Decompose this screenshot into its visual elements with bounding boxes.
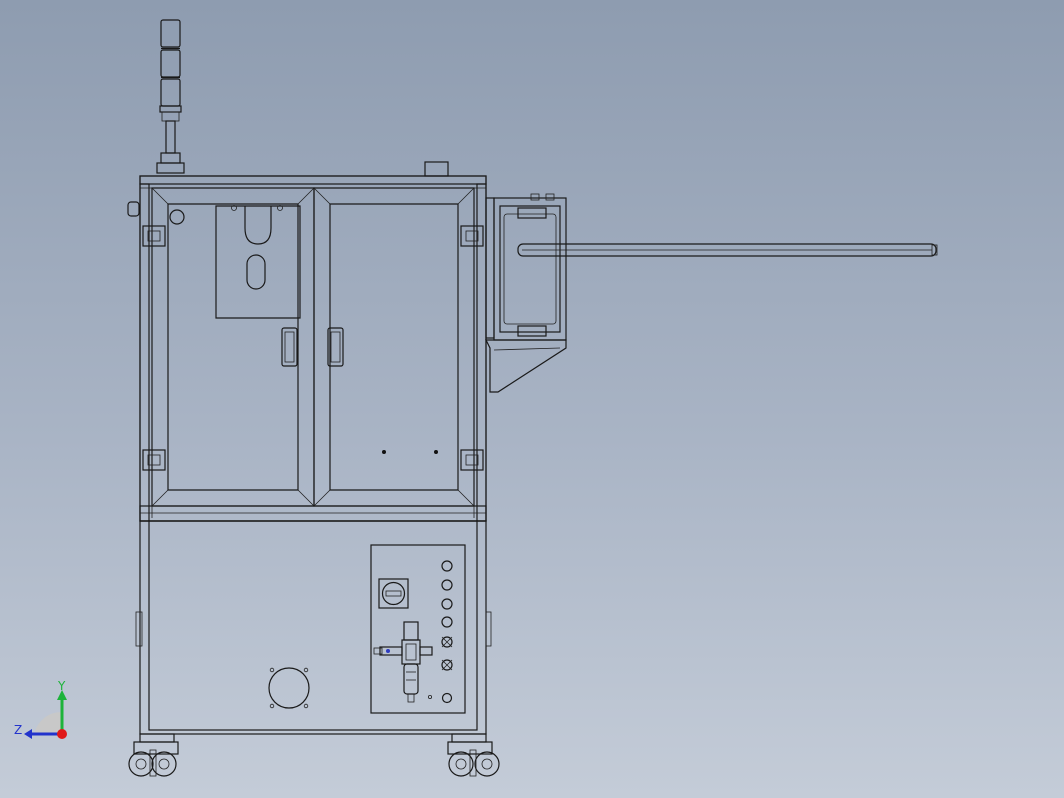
control-panel bbox=[370, 544, 466, 714]
side-camera-box bbox=[485, 193, 567, 393]
left-door-handle[interactable] bbox=[281, 327, 298, 367]
indicator-buttons[interactable] bbox=[427, 560, 453, 704]
caster-right bbox=[447, 733, 500, 777]
panel-knob[interactable] bbox=[441, 692, 453, 704]
ventilation-port bbox=[268, 667, 310, 709]
tower-green-lamp bbox=[160, 78, 181, 107]
tower-red-lamp bbox=[160, 19, 181, 48]
hinges bbox=[142, 225, 484, 471]
z-axis-label: Z bbox=[14, 723, 22, 737]
right-door-handle[interactable] bbox=[327, 327, 344, 367]
panel-button-3[interactable] bbox=[441, 598, 453, 610]
caster-left bbox=[128, 733, 179, 777]
panel-fitting-2 bbox=[441, 659, 453, 671]
panel-button-2[interactable] bbox=[441, 579, 453, 591]
left-door[interactable] bbox=[151, 187, 315, 507]
upper-cabinet bbox=[127, 175, 487, 522]
side-knob[interactable] bbox=[127, 201, 140, 217]
air-filter-regulator bbox=[373, 621, 433, 703]
signal-tower-light bbox=[156, 19, 185, 174]
panel-button-4[interactable] bbox=[441, 616, 453, 628]
tower-yellow-lamp bbox=[160, 49, 181, 78]
panel-fitting-1 bbox=[441, 636, 453, 648]
internal-mount-plate bbox=[215, 205, 301, 319]
top-cap-box bbox=[424, 161, 449, 177]
lower-cabinet bbox=[135, 520, 492, 735]
panel-button-1[interactable] bbox=[441, 560, 453, 572]
y-axis-label: Y bbox=[57, 679, 66, 693]
main-power-switch[interactable] bbox=[378, 578, 409, 609]
coordinate-triad: Y Z bbox=[14, 679, 67, 739]
right-door[interactable] bbox=[313, 187, 475, 507]
extension-rod bbox=[517, 243, 938, 257]
axis-origin bbox=[57, 729, 67, 739]
